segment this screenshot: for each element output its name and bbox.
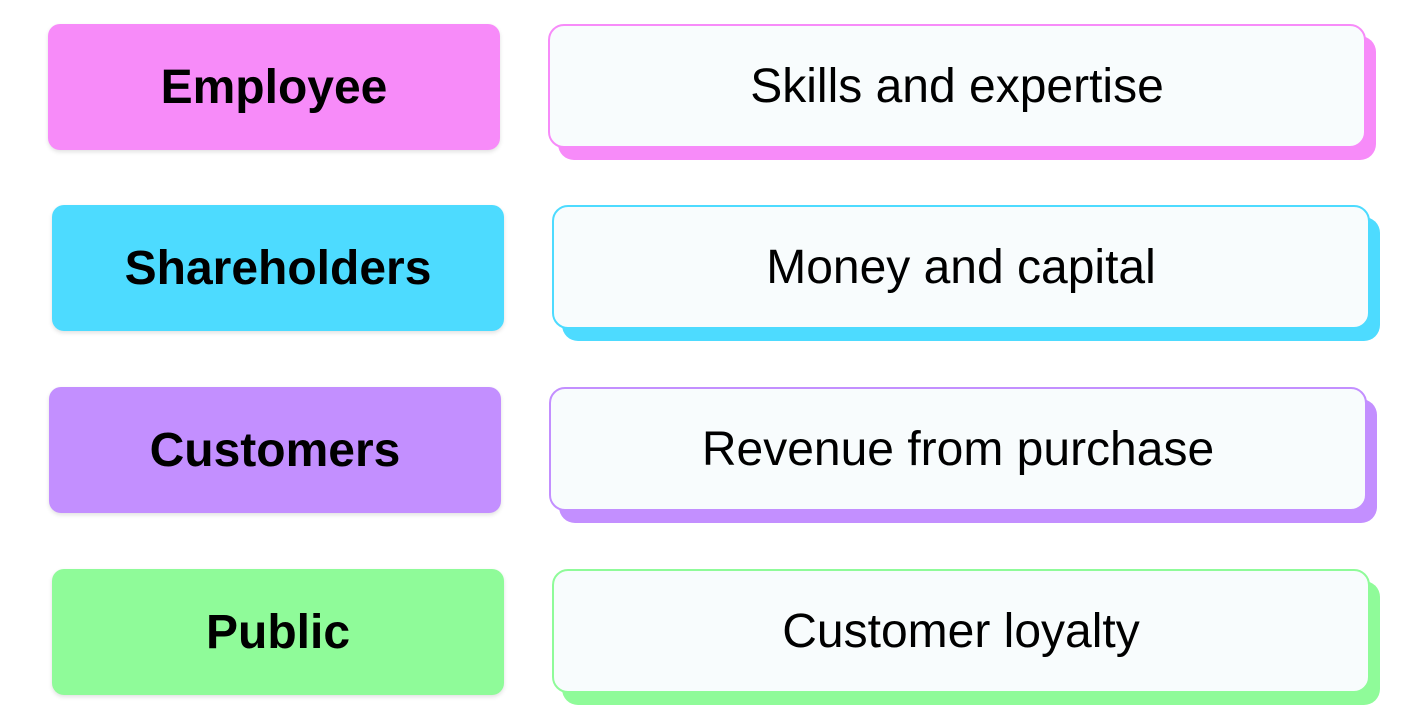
row-shareholders: Shareholders Money and capital <box>0 205 1422 345</box>
public-label: Public <box>205 605 351 659</box>
customers-value: Revenue from purchase <box>701 422 1215 476</box>
row-customers: Customers Revenue from purchase <box>0 387 1422 527</box>
public-value: Customer loyalty <box>782 604 1140 658</box>
customers-label-box: Customers <box>49 387 501 513</box>
public-label-box: Public <box>52 569 504 695</box>
shareholders-value: Money and capital <box>766 240 1156 294</box>
shareholders-label-box: Shareholders <box>52 205 504 331</box>
employee-value: Skills and expertise <box>750 59 1164 113</box>
employee-label-box: Employee <box>48 24 500 150</box>
employee-value-box: Skills and expertise <box>548 24 1366 148</box>
customers-label: Customers <box>149 423 401 477</box>
public-value-box: Customer loyalty <box>552 569 1370 693</box>
shareholders-value-box: Money and capital <box>552 205 1370 329</box>
row-employee: Employee Skills and expertise <box>0 24 1422 164</box>
shareholders-label: Shareholders <box>124 241 432 295</box>
employee-label: Employee <box>160 60 388 114</box>
customers-value-box: Revenue from purchase <box>549 387 1367 511</box>
row-public: Public Customer loyalty <box>0 569 1422 709</box>
